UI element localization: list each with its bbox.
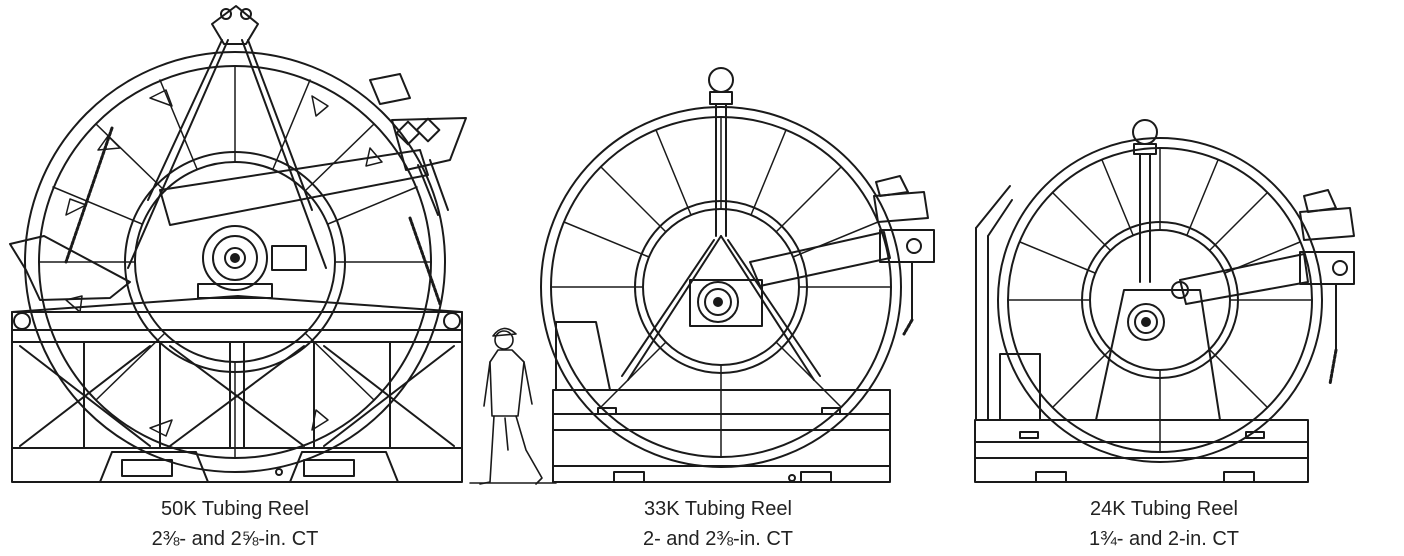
reel-33k-sizes: 2- and 2⅜-in. CT bbox=[642, 528, 794, 550]
reel-50k-sizes: 2⅜- and 2⅝-in. CT bbox=[151, 528, 319, 550]
tubing-reels-line-drawing bbox=[9, 5, 1355, 485]
caption-50k: 50K Tubing Reel 2⅜- and 2⅝-in. CT bbox=[85, 494, 385, 554]
reel-33k-drawing bbox=[540, 67, 935, 483]
reel-33k-name: 33K Tubing Reel bbox=[644, 498, 792, 520]
reel-24k-name: 24K Tubing Reel bbox=[1090, 498, 1238, 520]
person-scale-figure bbox=[479, 327, 543, 485]
reel-24k-drawing bbox=[974, 119, 1355, 483]
reel-50k-name: 50K Tubing Reel bbox=[161, 498, 309, 520]
caption-24k: 24K Tubing Reel 1¾- and 2-in. CT bbox=[1014, 494, 1314, 554]
caption-33k: 33K Tubing Reel 2- and 2⅜-in. CT bbox=[568, 494, 868, 554]
reel-24k-sizes: 1¾- and 2-in. CT bbox=[1088, 528, 1240, 550]
reel-50k-drawing bbox=[9, 5, 467, 483]
